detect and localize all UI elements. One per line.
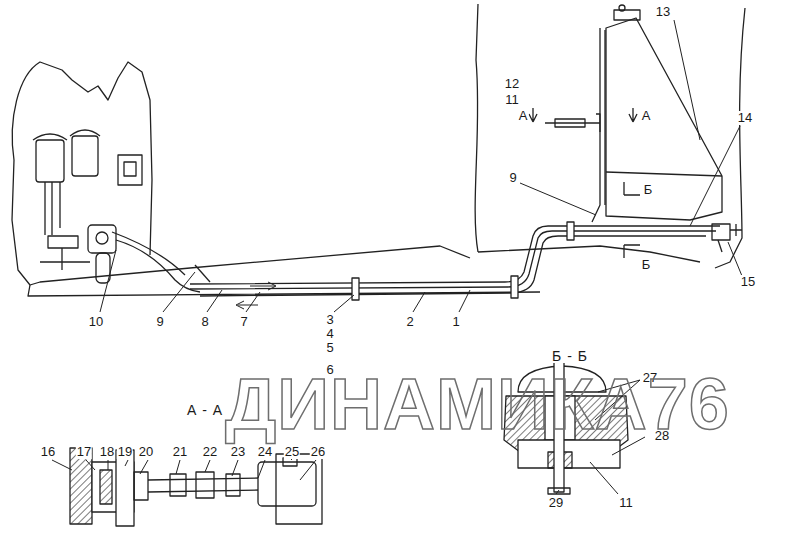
callout-number: 7	[239, 315, 248, 329]
callout-number: 5	[325, 341, 334, 355]
callout-number: 19	[117, 445, 133, 459]
callout-number: 12	[504, 77, 520, 91]
callout-number: 11	[618, 496, 634, 510]
callout-number: А	[518, 109, 529, 123]
callout-number: 14	[737, 111, 753, 125]
callout-number: 20	[138, 445, 154, 459]
callout-number: 1	[451, 315, 460, 329]
watermark: ДИНАМИКА76	[225, 366, 730, 442]
callout-number: 8	[200, 315, 209, 329]
callout-number: 9	[155, 315, 164, 329]
section-label: Б - Б	[551, 349, 589, 363]
callout-number: 3	[325, 313, 334, 327]
callout-number: 24	[257, 445, 273, 459]
callout-number: 29	[548, 496, 564, 510]
callout-number: 4	[325, 327, 334, 341]
callout-number: 2	[405, 315, 414, 329]
callout-number: А	[641, 109, 652, 123]
callout-number: 23	[230, 445, 246, 459]
callout-number: 10	[88, 315, 104, 329]
callout-number: 9	[508, 171, 517, 185]
callout-number: 21	[172, 445, 188, 459]
callout-number: 17	[76, 445, 92, 459]
callout-number: 15	[740, 275, 756, 289]
callout-number: Б	[643, 183, 654, 197]
callout-number: 22	[202, 445, 218, 459]
callout-number: 16	[40, 445, 56, 459]
callout-number: 25	[284, 445, 300, 459]
section-label: А - А	[186, 403, 224, 417]
callout-number: 18	[99, 445, 115, 459]
callout-number: 11	[504, 93, 520, 107]
callout-number: 26	[310, 445, 326, 459]
callout-number: Б	[641, 258, 652, 272]
callout-number: 13	[655, 5, 671, 19]
